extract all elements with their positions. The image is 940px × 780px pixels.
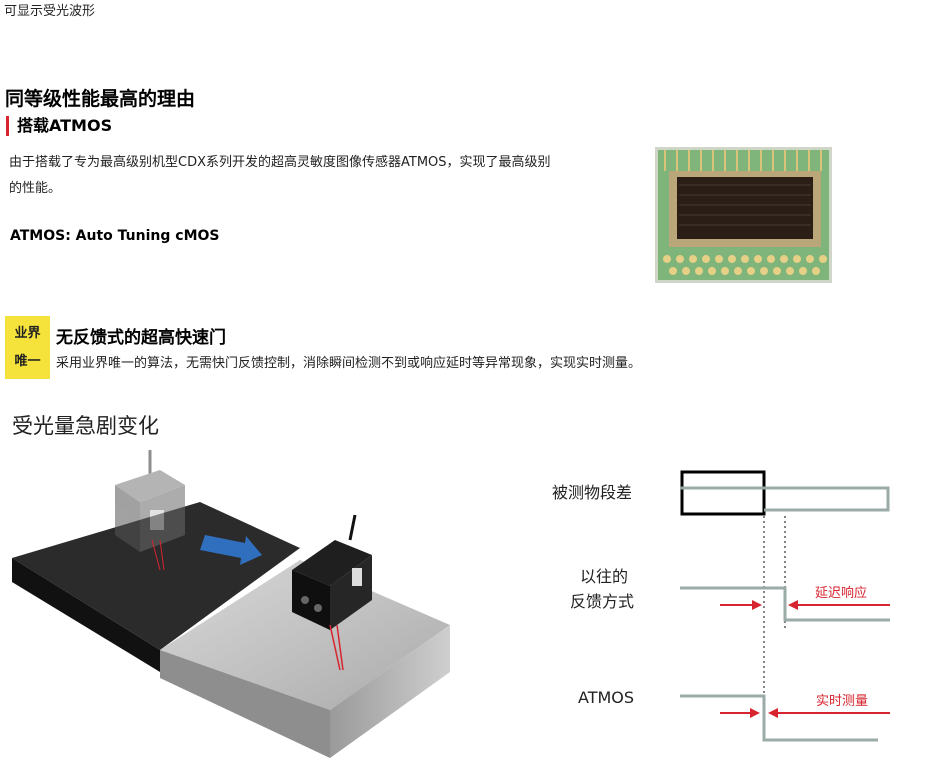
sub-heading: 搭载ATMOS [6, 116, 112, 136]
description-text: 由于搭载了专为最高级别机型CDX系列开发的超高灵敏度图像传感器ATMOS，实现了… [9, 155, 551, 196]
badge-line-2: 唯一 [14, 354, 41, 369]
timing-label-atmos: ATMOS [578, 688, 634, 707]
timing-note-realtime: 实时测量 [816, 694, 868, 709]
section-title: 受光量急剧变化 [12, 414, 159, 438]
timing-label-step: 被测物段差 [552, 483, 632, 502]
feature-description: 采用业界唯一的算法，无需快门反馈控制，消除瞬间检测不到或响应延时等异常现象，实现… [56, 356, 642, 371]
cmos-chip-image [655, 147, 832, 283]
main-heading: 同等级性能最高的理由 [5, 88, 196, 110]
timing-diagram: 被测物段差 以往的 反馈方式 延迟响应 ATMOS 实时测量 [552, 470, 890, 742]
timing-label-feedback-1: 以往的 [580, 567, 628, 586]
badge-line-1: 业界 [14, 326, 41, 341]
top-note: 可显示受光波形 [4, 4, 96, 19]
timing-note-delay: 延迟响应 [815, 585, 867, 601]
atmos-full-name: ATMOS: Auto Tuning cMOS [10, 228, 220, 244]
industry-only-badge: 业界 唯一 [5, 316, 50, 379]
feature-title: 无反馈式的超高快速门 [56, 328, 226, 348]
sensor-scene-illustration [12, 450, 450, 758]
timing-label-feedback-2: 反馈方式 [570, 592, 634, 611]
